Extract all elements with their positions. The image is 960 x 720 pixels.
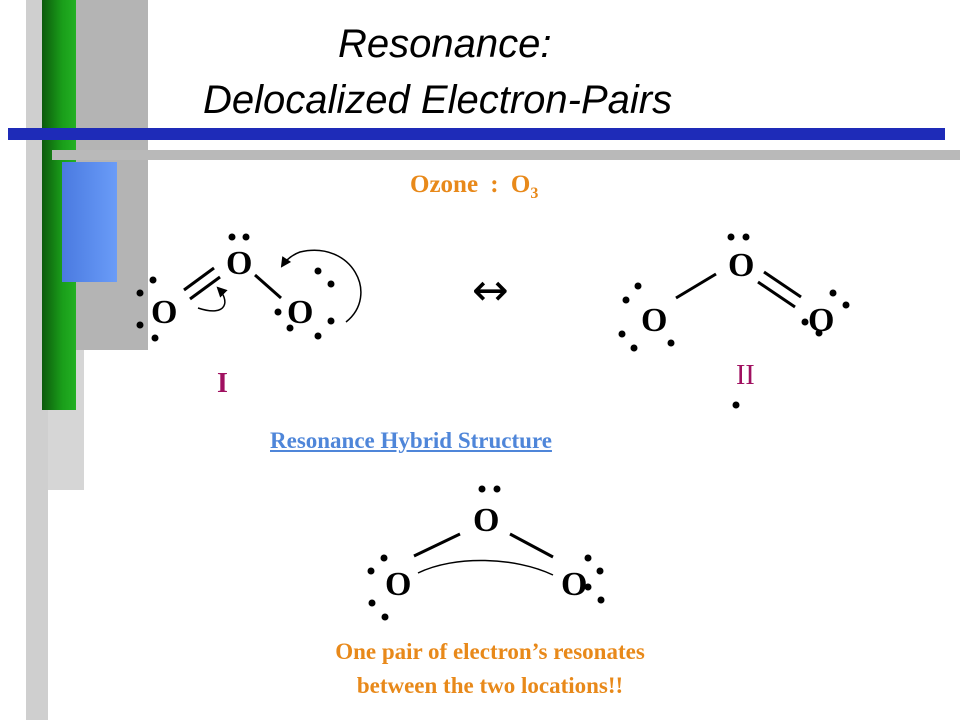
hybrid-structure: O O O [367,485,605,621]
molecule-separator: : [490,171,499,198]
title-rule-blue [8,128,945,140]
hybrid-delocalized-arc [417,559,554,576]
structure-1-curved-arrow-bond [197,286,228,312]
structure-1-label: I [217,368,228,399]
structure-1: O O O [136,233,362,342]
hybrid-title: Resonance Hybrid Structure [270,428,552,453]
hybrid-atom-top: O [473,502,499,539]
structure-2-double-bond-b [757,280,796,309]
decor-bar-blue [62,162,117,282]
title-rule-gray [52,150,960,160]
structure-1-curved-arrow-lonepair [280,249,362,323]
structure-2-atom-left: O [641,302,667,339]
hybrid-atom-left: O [385,566,411,603]
structure-2-double-bond-a [763,270,802,299]
structure-1-atom-left: O [151,294,177,331]
hybrid-atom-right: O [561,566,587,603]
hybrid-caption-line-2: between the two locations!! [356,673,624,698]
hybrid-lone-pairs [367,485,605,621]
hybrid-bond-right [509,532,554,559]
molecule-heading: Ozone : O3 [410,171,538,203]
structure-2-atom-top: O [728,247,754,284]
structure-2-label: II [736,360,755,391]
title-line-2: Delocalized Electron-Pairs [203,78,673,122]
structure-2-single-bond [675,272,717,300]
molecule-name: Ozone [410,171,479,198]
structure-1-double-bond-a [183,266,215,292]
hybrid-caption-line-1: One pair of electron’s resonates [335,639,645,664]
hybrid-bond-left [413,532,461,558]
title-line-1: Resonance: [338,22,552,66]
structure-2: O O O [618,233,850,409]
resonance-double-arrow: ↔ [472,265,509,316]
structure-1-atom-top: O [226,245,252,282]
molecule-formula-subscript: 3 [530,185,539,202]
hybrid-caption: One pair of electron’s resonates between… [180,635,800,703]
molecule-formula: O [510,171,531,198]
structure-1-single-bond [254,273,282,300]
structure-1-double-bond-b [189,275,221,301]
structure-1-lone-pairs [136,233,335,342]
structure-2-lone-pairs [618,233,850,409]
